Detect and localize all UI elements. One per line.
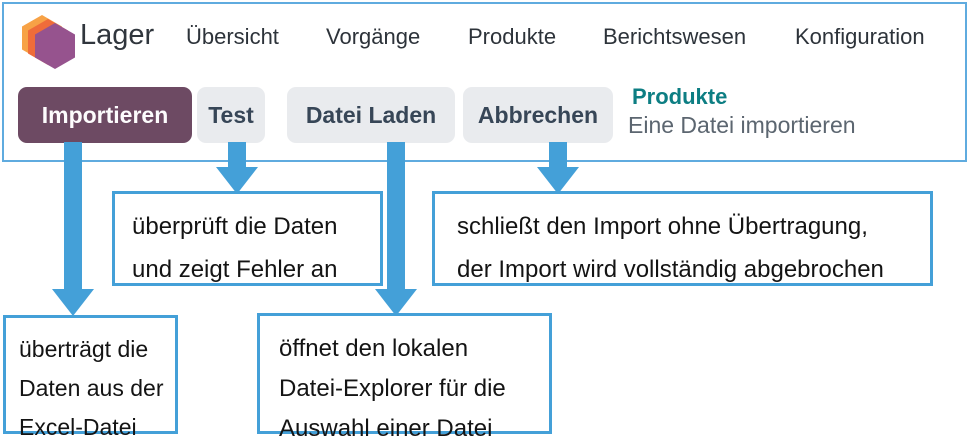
callout-import-line: Daten aus der <box>19 375 164 401</box>
breadcrumb-link-produkte[interactable]: Produkte <box>632 84 728 109</box>
callout-test-line: überprüft die Daten <box>132 213 338 240</box>
arrow-down-cancel <box>549 142 567 168</box>
callout-import-line: überträgt die <box>19 336 149 362</box>
load-file-button[interactable]: Datei Laden <box>287 87 455 143</box>
callout-cancel-line: schließt den Import ohne Übertragung, <box>457 213 868 240</box>
arrowhead-test <box>216 167 258 194</box>
nav-item-berichtswesen[interactable]: Berichtswesen <box>603 24 747 49</box>
nav-item-vorgaenge[interactable]: Vorgänge <box>326 24 421 49</box>
import-button[interactable]: Importieren <box>18 87 192 143</box>
app-name[interactable]: Lager <box>80 19 155 51</box>
nav-item-uebersicht[interactable]: Übersicht <box>186 24 279 49</box>
callout-load-file-line: Datei-Explorer für die <box>279 375 506 402</box>
arrow-down-test <box>228 142 246 168</box>
cancel-button[interactable]: Abbrechen <box>463 87 613 143</box>
callout-test: überprüft die Daten und zeigt Fehler an <box>112 191 383 286</box>
app-logo-icon <box>22 15 75 69</box>
test-button[interactable]: Test <box>197 87 265 143</box>
callout-import: überträgt die Daten aus der Excel-Datei <box>3 315 178 439</box>
arrowhead-cancel <box>537 167 579 194</box>
nav-item-produkte[interactable]: Produkte <box>468 24 557 49</box>
arrowhead-import <box>52 289 94 316</box>
callout-test-line: und zeigt Fehler an <box>132 256 338 283</box>
arrow-down-import <box>64 142 82 289</box>
callout-import-line: Excel-Datei <box>19 414 137 439</box>
callout-load-file-line: Auswahl einer Datei <box>279 415 493 439</box>
callout-cancel: schließt den Import ohne Übertragung, de… <box>432 191 933 286</box>
breadcrumb-current-page: Eine Datei importieren <box>628 112 856 138</box>
nav-item-konfiguration[interactable]: Konfiguration <box>795 24 925 49</box>
callout-load-file-line: öffnet den lokalen <box>279 335 469 362</box>
arrow-down-load-file <box>387 142 405 289</box>
callout-load-file: öffnet den lokalen Datei-Explorer für di… <box>257 313 552 439</box>
arrowhead-load-file <box>375 289 417 316</box>
callout-cancel-line: der Import wird vollständig abgebrochen <box>457 256 884 283</box>
